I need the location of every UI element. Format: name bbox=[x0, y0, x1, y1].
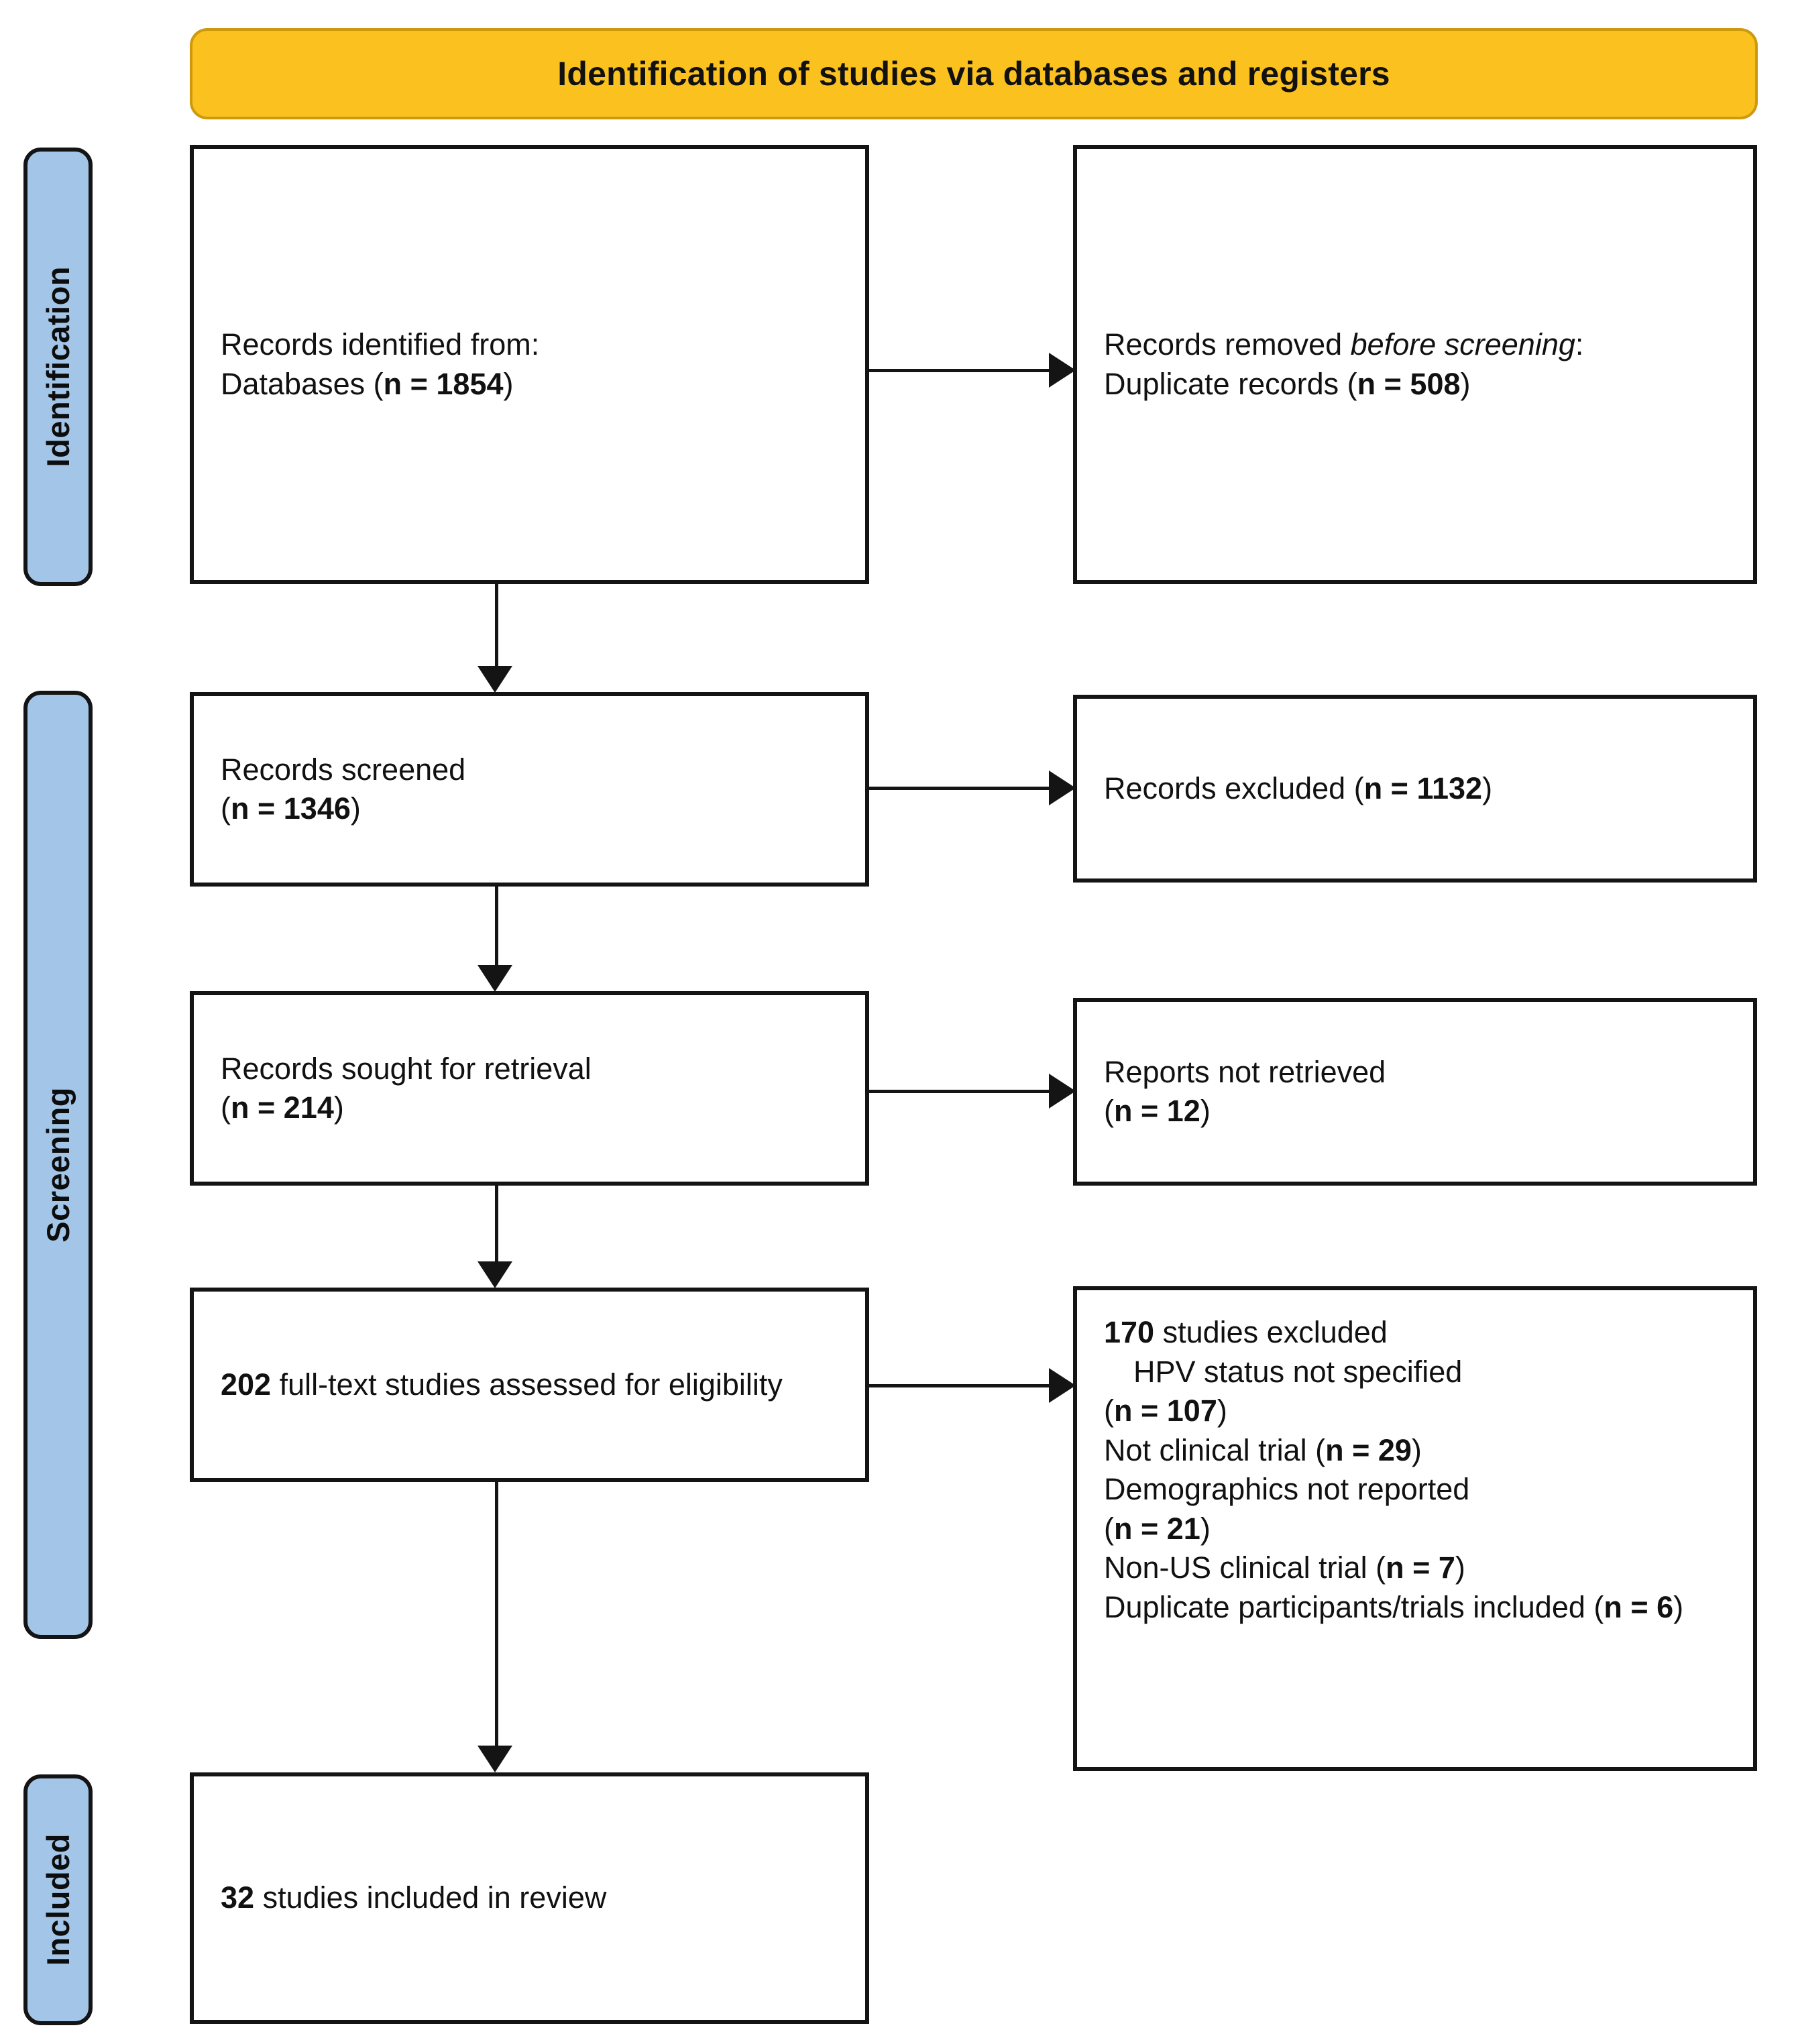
records-removed-line2-suffix: ) bbox=[1460, 366, 1471, 401]
records-removed-line1-prefix: Records removed bbox=[1104, 327, 1351, 361]
records-identified-line2-prefix: Databases ( bbox=[221, 366, 384, 401]
records-screened-line2-prefix: ( bbox=[221, 791, 231, 826]
arrow-right-icon bbox=[1049, 353, 1076, 388]
box-studies-included-text: 32 studies included in review bbox=[221, 1878, 606, 1918]
box-reports-not-retrieved-text: Reports not retrieved (n = 12) bbox=[1104, 1053, 1386, 1131]
reason-2-n-close: ) bbox=[1200, 1511, 1211, 1546]
box-fulltext-studies-text: 202 full-text studies assessed for eligi… bbox=[221, 1365, 783, 1405]
reports-not-retrieved-n: n = 12 bbox=[1114, 1094, 1200, 1128]
connector-screened-to-sought bbox=[495, 887, 498, 965]
stage-label-included: Included bbox=[40, 1833, 76, 1966]
studies-excluded-count: 170 bbox=[1104, 1315, 1155, 1349]
records-excluded-n: n = 1132 bbox=[1363, 771, 1483, 805]
box-records-screened: Records screened (n = 1346) bbox=[190, 692, 869, 887]
box-records-screened-text: Records screened (n = 1346) bbox=[221, 750, 465, 829]
records-excluded-suffix: ) bbox=[1482, 771, 1493, 805]
box-studies-included-in-review: 32 studies included in review bbox=[190, 1772, 869, 2024]
box-fulltext-studies-assessed: 202 full-text studies assessed for eligi… bbox=[190, 1288, 869, 1482]
studies-excluded-heading: studies excluded bbox=[1154, 1315, 1388, 1349]
records-identified-n: n = 1854 bbox=[383, 366, 504, 401]
connector-fulltext-to-studiesexcluded bbox=[869, 1384, 1049, 1387]
stage-tab-identification: Identification bbox=[23, 148, 93, 586]
stage-tab-included: Included bbox=[23, 1774, 93, 2025]
box-records-removed: Records removed before screening: Duplic… bbox=[1073, 145, 1757, 584]
box-records-removed-text: Records removed before screening: Duplic… bbox=[1104, 325, 1583, 404]
fulltext-studies-label: full-text studies assessed for eligibili… bbox=[271, 1367, 783, 1402]
box-reports-not-retrieved: Reports not retrieved (n = 12) bbox=[1073, 998, 1757, 1186]
box-records-excluded: Records excluded (n = 1132) bbox=[1073, 695, 1757, 883]
arrow-right-icon bbox=[1049, 1368, 1076, 1403]
reason-3-n: n = 7 bbox=[1386, 1550, 1455, 1585]
fulltext-studies-count: 202 bbox=[221, 1367, 272, 1402]
reason-2-text: Demographics not reported bbox=[1104, 1472, 1470, 1506]
records-screened-n: n = 1346 bbox=[231, 791, 351, 826]
studies-included-label: studies included in review bbox=[254, 1880, 607, 1915]
reason-4-n-close: ) bbox=[1673, 1589, 1684, 1624]
box-records-excluded-text: Records excluded (n = 1132) bbox=[1104, 769, 1492, 809]
records-screened-line1: Records screened bbox=[221, 752, 466, 787]
reason-0-n-close: ) bbox=[1217, 1394, 1227, 1428]
records-identified-line2-suffix: ) bbox=[503, 366, 514, 401]
records-removed-n: n = 508 bbox=[1357, 366, 1461, 401]
reports-not-retrieved-line1: Reports not retrieved bbox=[1104, 1054, 1386, 1089]
reason-0-n: n = 107 bbox=[1114, 1394, 1217, 1428]
records-sought-line1: Records sought for retrieval bbox=[221, 1051, 592, 1086]
studies-included-count: 32 bbox=[221, 1880, 255, 1915]
arrow-right-icon bbox=[1049, 1074, 1076, 1109]
reason-4-n: n = 6 bbox=[1604, 1589, 1674, 1624]
records-sought-line2-suffix: ) bbox=[333, 1090, 344, 1125]
records-sought-n: n = 214 bbox=[231, 1090, 334, 1125]
reason-1-n-close: ) bbox=[1411, 1432, 1422, 1467]
connector-identified-to-removed bbox=[869, 369, 1049, 372]
connector-sought-to-fulltext bbox=[495, 1186, 498, 1261]
connector-sought-to-notretrieved bbox=[869, 1090, 1049, 1093]
records-sought-line2-prefix: ( bbox=[221, 1090, 231, 1125]
records-removed-line2-prefix: Duplicate records ( bbox=[1104, 366, 1357, 401]
reason-2-n: n = 21 bbox=[1114, 1511, 1200, 1546]
records-removed-line1-suffix: : bbox=[1575, 327, 1584, 361]
reason-0-text: HPV status not specified bbox=[1133, 1354, 1463, 1389]
reason-4-text: Duplicate participants/trials included ( bbox=[1104, 1589, 1604, 1624]
records-screened-line2-suffix: ) bbox=[350, 791, 361, 826]
reason-1-n: n = 29 bbox=[1325, 1432, 1412, 1467]
records-identified-line1: Records identified from: bbox=[221, 327, 540, 361]
connector-screened-to-excluded bbox=[869, 787, 1049, 790]
diagram-header-banner: Identification of studies via databases … bbox=[190, 28, 1758, 119]
box-records-sought-for-retrieval: Records sought for retrieval (n = 214) bbox=[190, 991, 869, 1186]
reports-not-retrieved-line2-suffix: ) bbox=[1200, 1094, 1211, 1128]
reports-not-retrieved-line2-prefix: ( bbox=[1104, 1094, 1114, 1128]
box-records-identified-text: Records identified from: Databases (n = … bbox=[221, 325, 539, 404]
reason-0-n-open: ( bbox=[1104, 1394, 1114, 1428]
records-excluded-prefix: Records excluded ( bbox=[1104, 771, 1364, 805]
arrow-down-icon bbox=[478, 1261, 512, 1288]
stage-label-identification: Identification bbox=[40, 266, 76, 467]
stage-label-screening: Screening bbox=[40, 1087, 76, 1243]
box-records-sought-text: Records sought for retrieval (n = 214) bbox=[221, 1049, 592, 1128]
arrow-right-icon bbox=[1049, 771, 1076, 805]
reason-2-n-open: ( bbox=[1104, 1511, 1114, 1546]
reason-3-text: Non-US clinical trial ( bbox=[1104, 1550, 1386, 1585]
connector-identified-to-screened bbox=[495, 584, 498, 666]
header-title: Identification of studies via databases … bbox=[557, 55, 1390, 93]
stage-tab-screening: Screening bbox=[23, 691, 93, 1639]
arrow-down-icon bbox=[478, 965, 512, 992]
arrow-down-icon bbox=[478, 666, 512, 693]
connector-fulltext-to-included bbox=[495, 1482, 498, 1746]
reason-3-n-close: ) bbox=[1455, 1550, 1465, 1585]
reason-1-text: Not clinical trial ( bbox=[1104, 1432, 1326, 1467]
box-records-identified: Records identified from: Databases (n = … bbox=[190, 145, 869, 584]
records-removed-line1-italic: before screening bbox=[1350, 327, 1575, 361]
box-studies-excluded-text: 170 studies excluded HPV status not spec… bbox=[1104, 1313, 1683, 1627]
box-studies-excluded-reasons: 170 studies excluded HPV status not spec… bbox=[1073, 1286, 1757, 1771]
arrow-down-icon bbox=[478, 1746, 512, 1772]
